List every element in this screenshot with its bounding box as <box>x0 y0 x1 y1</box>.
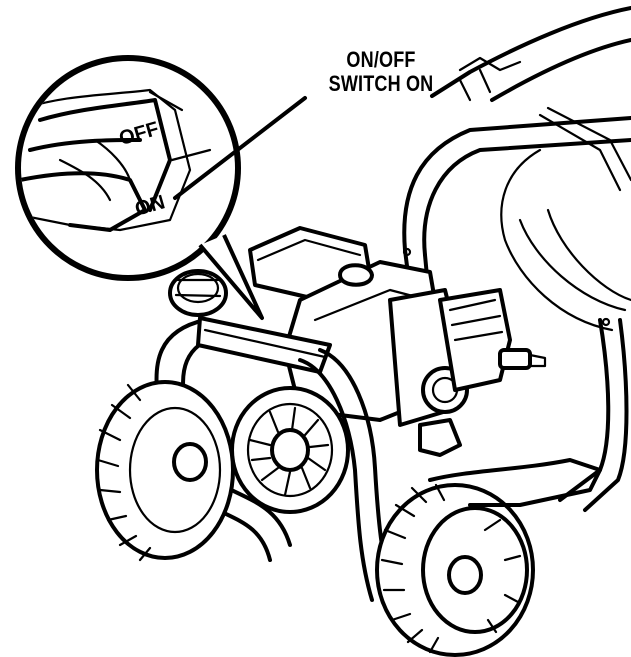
right-wheel <box>375 483 535 657</box>
frame <box>402 6 631 512</box>
left-wheel <box>95 380 235 562</box>
callout-line-1: ON/OFF <box>346 47 416 72</box>
fuel-cap <box>168 269 228 317</box>
recoil-starter <box>230 386 350 514</box>
callout-pointer <box>198 234 264 320</box>
callout-leader-line <box>173 96 307 200</box>
switch-detail-callout <box>15 55 264 320</box>
callout-title: ON/OFF SWITCH ON <box>316 48 446 96</box>
base-cradle <box>428 458 602 507</box>
engine <box>248 226 547 457</box>
callout-line-2: SWITCH ON <box>328 71 434 96</box>
